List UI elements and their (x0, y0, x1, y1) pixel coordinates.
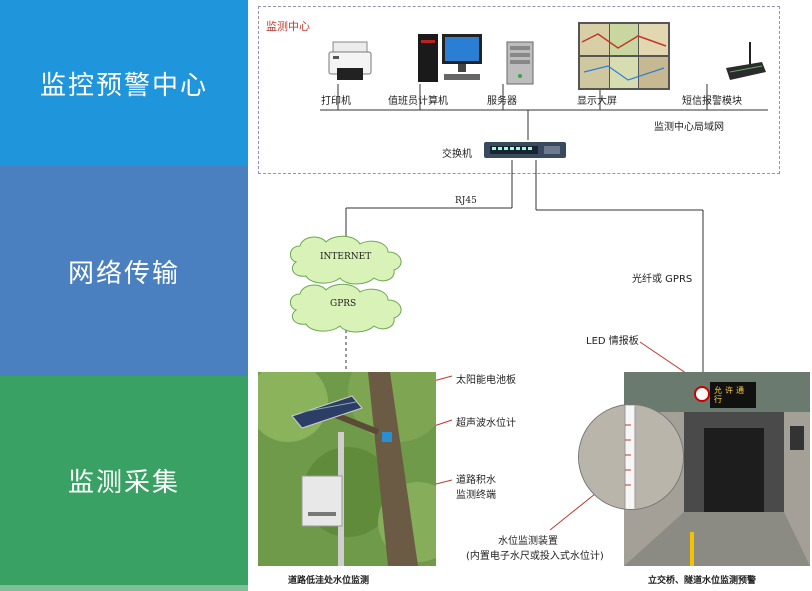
network-clouds (284, 232, 414, 336)
lan-label: 监测中心局域网 (654, 118, 724, 133)
water-device-label-line1: 水位监测装置 (498, 532, 558, 547)
printer-icon (327, 38, 373, 84)
server-icon (505, 40, 535, 86)
switch-label: 交换机 (442, 145, 472, 160)
terminal-label-line2: 监测终端 (456, 486, 496, 501)
road-site-caption: 道路低洼处水位监测 (288, 573, 369, 586)
computer-icon (414, 32, 486, 84)
device-label-computer: 值班员计算机 (388, 92, 448, 107)
ultrasonic-gauge-label: 超声波水位计 (456, 414, 516, 429)
display-wall-icon (578, 22, 670, 90)
switch-icon (484, 140, 566, 160)
gprs-label: GPRS (330, 299, 356, 309)
device-label-server: 服务器 (487, 92, 517, 107)
water-device-label-line2: (内置电子水尺或投入式水位计) (466, 547, 604, 562)
solar-panel-label: 太阳能电池板 (456, 371, 516, 386)
terminal-label-line1: 道路积水 (456, 471, 496, 486)
device-label-display: 显示大屏 (577, 92, 617, 107)
road-site-photo (258, 372, 436, 566)
rj45-label: RJ45 (455, 196, 477, 206)
led-sign-text: 允许通行 (714, 386, 754, 404)
led-board-label: LED 情报板 (586, 332, 639, 347)
sms-alarm-module-icon (722, 38, 768, 84)
water-gauge-inset (578, 404, 684, 510)
tunnel-site-caption: 立交桥、隧道水位监测预警 (648, 573, 756, 586)
device-label-printer: 打印机 (321, 92, 351, 107)
fiber-gprs-label: 光纤或 GPRS (632, 270, 692, 285)
device-label-sms: 短信报警模块 (682, 92, 742, 107)
internet-label: INTERNET (320, 252, 371, 262)
